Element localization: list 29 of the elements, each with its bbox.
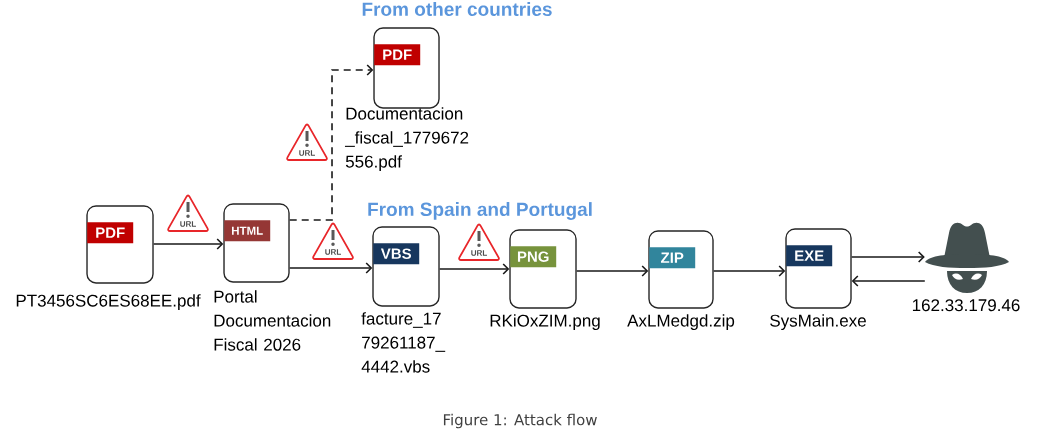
file-type-tag: PDF (87, 222, 134, 244)
file-type-tag: VBS (373, 243, 420, 265)
file-name: Documentacion _fiscal_1779672 556.pdf (344, 107, 469, 172)
warning-text: URL (325, 249, 341, 255)
caption: Figure 1: Attack flow (443, 413, 597, 429)
arrow (575, 265, 649, 277)
warning-text: URL (299, 150, 315, 156)
file-name: RKiOxZIM.png (490, 314, 600, 331)
file-type-tag: EXE (786, 245, 833, 267)
warning-text: URL (180, 221, 196, 227)
file-name: facture_17 79261187_ 4442.vbs (361, 312, 446, 373)
file-name: Portal Documentacion Fiscal 2026 (214, 290, 331, 351)
file-name: 162.33.179.46 (912, 299, 1020, 312)
arrow (288, 262, 373, 274)
file-name: PT3456SC6ES68EE.pdf (16, 294, 201, 311)
arrow (712, 265, 786, 277)
arrow (288, 64, 374, 221)
file-type-tag: PDF (374, 44, 421, 66)
warning-text: URL (471, 250, 487, 256)
file-type-tag: PNG (510, 246, 557, 268)
section-heading: From Spain and Portugal (368, 202, 592, 220)
arrow (850, 251, 925, 263)
file-type-tag: HTML (224, 220, 271, 242)
file-name: AxLMedgd.zip (627, 314, 735, 331)
arrow (438, 263, 510, 275)
file-name: SysMain.exe (770, 314, 866, 331)
arrow (851, 275, 926, 287)
file-type-tag: ZIP (649, 247, 696, 269)
arrow (152, 238, 224, 250)
